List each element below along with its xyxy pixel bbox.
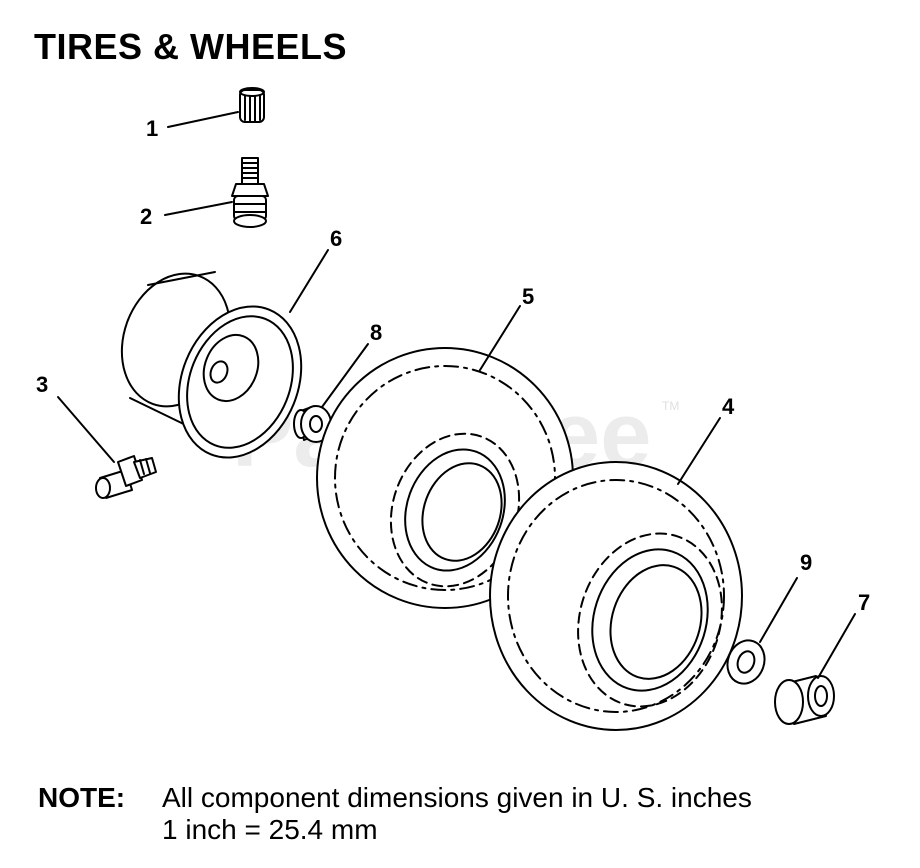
part-6-wheel-rim-icon[interactable]	[104, 249, 329, 476]
callout-9: 9	[800, 550, 812, 575]
note-line-2: 1 inch = 25.4 mm	[162, 814, 378, 845]
part-2-valve-stem-icon[interactable]	[164, 157, 269, 228]
part-7-bearing-icon[interactable]	[774, 613, 856, 725]
watermark-trademark: TM	[662, 399, 679, 413]
note: NOTE: All component dimensions given in U…	[38, 782, 752, 846]
part-9-washer-icon[interactable]	[722, 577, 798, 689]
callout-2: 2	[140, 204, 152, 229]
diagram-title: TIRES & WHEELS	[34, 26, 348, 67]
callout-6: 6	[330, 226, 342, 251]
callout-4: 4	[722, 394, 735, 419]
part-4-tire-icon[interactable]	[489, 417, 744, 731]
note-body: All component dimensions given in U. S. …	[162, 782, 752, 846]
part-3-grease-fitting-icon[interactable]	[57, 396, 157, 499]
callout-8: 8	[370, 320, 382, 345]
note-line-1: All component dimensions given in U. S. …	[162, 782, 752, 813]
part-8-bearing-icon[interactable]	[293, 343, 369, 443]
callout-1: 1	[146, 116, 158, 141]
callout-7: 7	[858, 590, 870, 615]
part-1-valve-cap-icon[interactable]	[167, 87, 265, 128]
callout-5: 5	[522, 284, 534, 309]
note-label: NOTE:	[38, 782, 126, 813]
callout-3: 3	[36, 372, 48, 397]
